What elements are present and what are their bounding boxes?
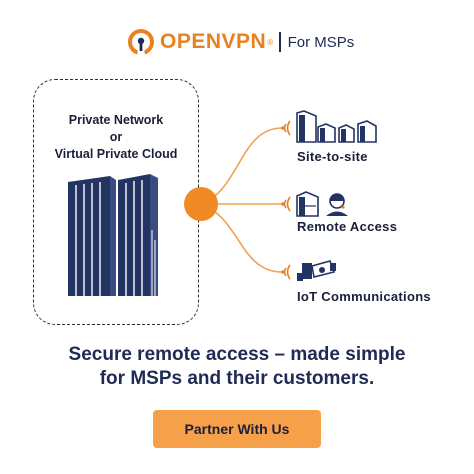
openvpn-logo-icon: [128, 29, 154, 55]
feature-label-site-to-site: Site-to-site: [297, 149, 368, 164]
office-buildings-icon: [68, 174, 158, 296]
iot-camera-icon: [297, 260, 336, 281]
feature-label-remote-access: Remote Access: [297, 219, 398, 234]
header-subtitle: For MSPs: [287, 33, 355, 51]
partner-with-us-button[interactable]: Partner With Us: [153, 410, 321, 448]
tagline-line2: for MSPs and their customers.: [99, 368, 375, 389]
tagline: Secure remote access – made simple for M…: [0, 343, 474, 391]
network-title: Private Network or Virtual Private Cloud: [33, 112, 199, 163]
network-title-line1: Private Network: [68, 113, 164, 127]
network-title-line3: Virtual Private Cloud: [54, 147, 178, 161]
network-title-line2: or: [109, 130, 123, 144]
brand-header: OPENVPN ® For MSPs: [128, 28, 354, 56]
signal-icons: [283, 120, 291, 280]
remote-access-icon: [296, 191, 348, 217]
feature-label-iot: IoT Communications: [297, 289, 431, 304]
network-hub: [184, 187, 218, 221]
tagline-line1: Secure remote access – made simple: [68, 344, 406, 365]
site-to-site-icon: [296, 110, 377, 143]
header-divider: [279, 32, 281, 52]
trademark-symbol: ®: [267, 37, 274, 47]
brand-name: OPENVPN: [160, 30, 267, 53]
